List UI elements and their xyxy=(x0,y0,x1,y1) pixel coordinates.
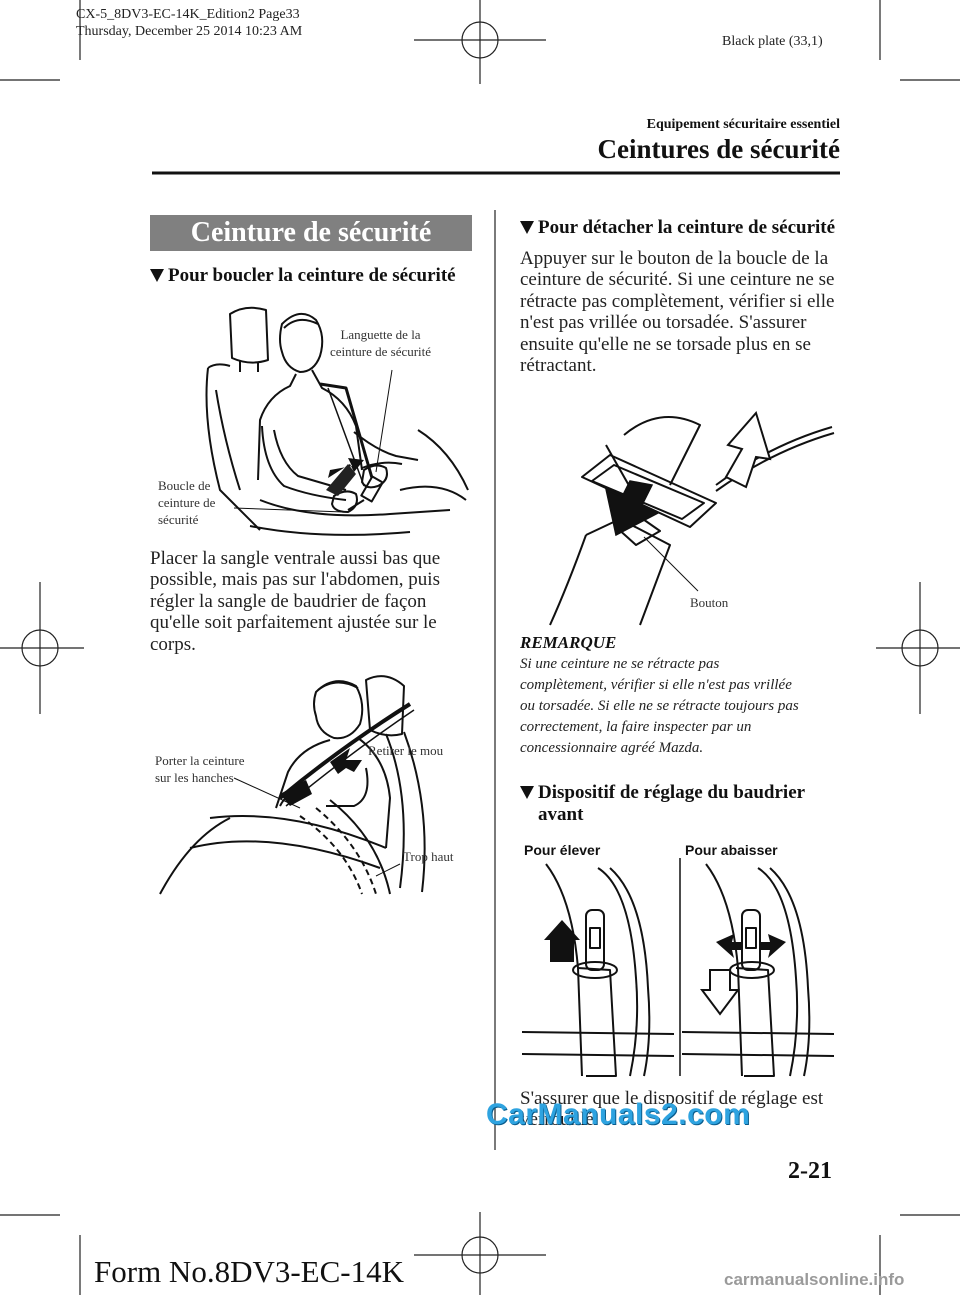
adjuster-raise-lower-drawing xyxy=(521,858,835,1077)
page-number: 2-21 xyxy=(788,1158,832,1184)
heading-height-adjuster: Dispositif de réglage du baudrier avant xyxy=(520,782,805,826)
label-remove-slack: Retirer le mou xyxy=(368,743,444,758)
figure-buckle-illustration xyxy=(150,300,470,540)
label-lower: Pour abaisser xyxy=(685,842,778,858)
triangle-bullet-icon xyxy=(150,269,164,282)
figure-lap-belt-position xyxy=(150,668,470,896)
watermark-carmanuals2: CarManuals2.com xyxy=(486,1098,751,1131)
paragraph-unbuckle: Appuyer sur le bouton de la boucle de la… xyxy=(520,248,835,377)
heading-height-adjuster-text: Dispositif de réglage du baudrier avant xyxy=(538,782,806,825)
label-belt-tongue: Languette de la ceinture de sécurité xyxy=(330,327,432,359)
label-too-high: Trop haut xyxy=(403,849,454,864)
triangle-bullet-icon xyxy=(520,786,534,799)
label-raise: Pour élever xyxy=(524,842,601,858)
figure-height-adjuster xyxy=(520,858,840,1078)
heading-buckle: Pour boucler la ceinture de sécurité xyxy=(150,265,456,287)
belt-on-hips-drawing xyxy=(159,675,426,895)
label-release-button: Bouton xyxy=(690,595,729,610)
print-header-line1: CX-5_8DV3-EC-14K_Edition2 Page33 xyxy=(76,7,300,22)
note-body: Si une ceinture ne se rétracte pas compl… xyxy=(520,656,799,756)
seated-person-buckling-drawing xyxy=(205,306,469,536)
section-category: Equipement sécuritaire essentiel xyxy=(646,117,840,132)
paragraph-lap-belt: Placer la sangle ventrale aussi bas que … xyxy=(150,548,441,655)
label-belt-buckle: Boucle de ceinture de sécurité xyxy=(158,478,216,527)
heading-buckle-text: Pour boucler la ceinture de sécurité xyxy=(168,265,456,286)
footer-site-watermark: carmanualsonline.info xyxy=(724,1270,905,1289)
paragraph-adjuster-lock: S'assurer que le dispositif de réglage e… xyxy=(520,1088,824,1131)
plate-label: Black plate (33,1) xyxy=(722,34,823,49)
section-title: Ceintures de sécurité xyxy=(597,134,840,164)
triangle-bullet-icon xyxy=(520,221,534,234)
footer-form-number: Form No.8DV3-EC-14K xyxy=(94,1254,404,1289)
heading-unbuckle: Pour détacher la ceinture de sécurité xyxy=(520,217,835,239)
heading-unbuckle-text: Pour détacher la ceinture de sécurité xyxy=(538,217,836,238)
section-banner: Ceinture de sécurité xyxy=(150,215,472,251)
print-header-line2: Thursday, December 25 2014 10:23 AM xyxy=(76,24,303,39)
note-title: REMARQUE xyxy=(520,633,617,652)
figure-release-button xyxy=(520,385,840,626)
print-header: CX-5_8DV3-EC-14K_Edition2 Page33 Thursda… xyxy=(76,6,302,40)
buckle-release-drawing xyxy=(549,410,835,626)
label-wear-on-hips: Porter la ceinture sur les hanches xyxy=(155,753,245,785)
